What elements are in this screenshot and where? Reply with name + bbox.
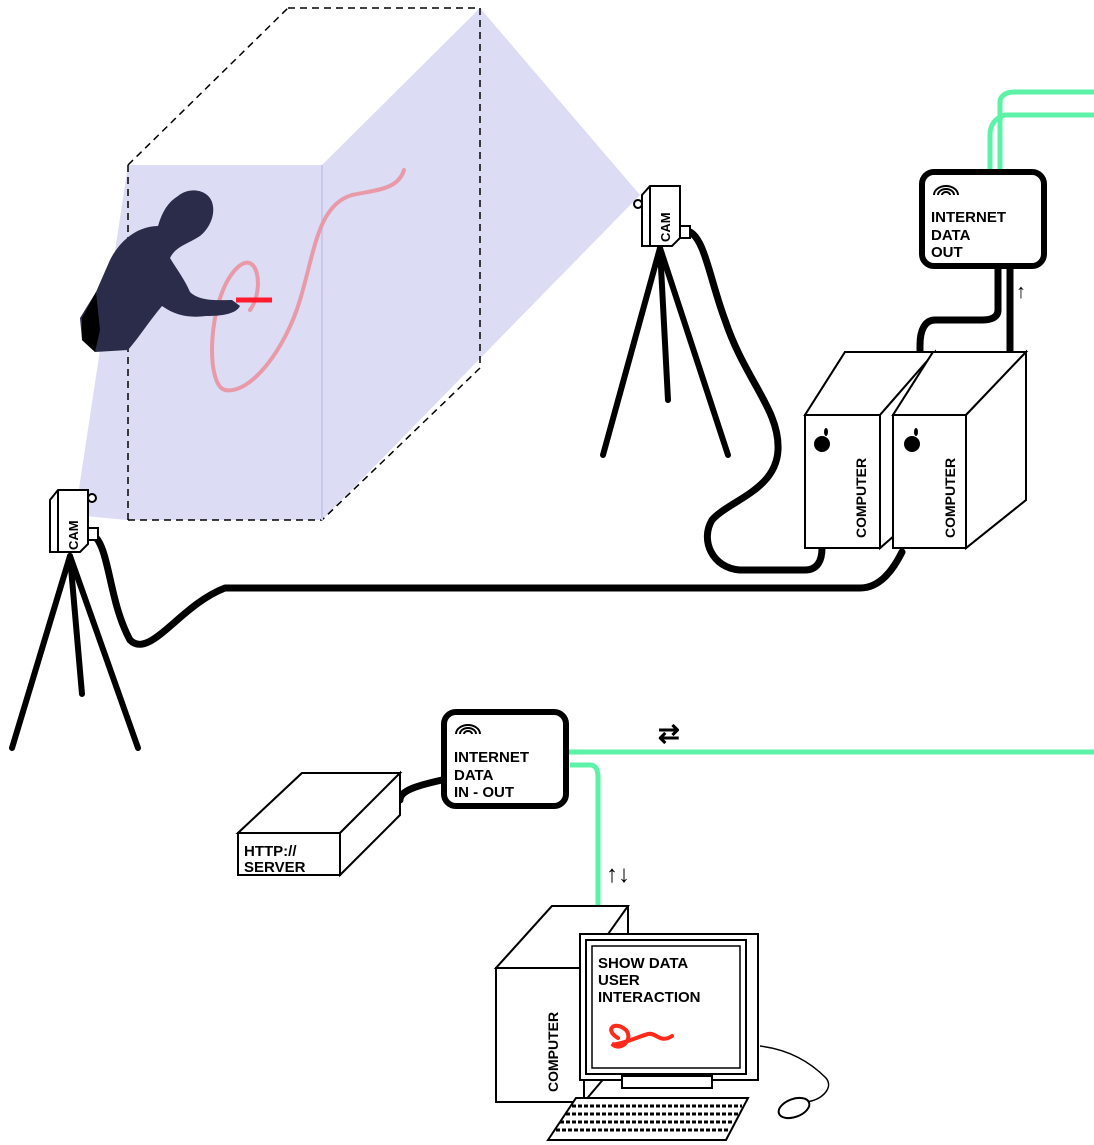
- monitor-line3: INTERACTION: [598, 989, 701, 1006]
- network-cables: [568, 89, 1094, 910]
- wifi-signal-icon: [933, 185, 959, 196]
- mouse-icon: [759, 1045, 830, 1120]
- monitor: SHOW DATA USER INTERACTION: [579, 933, 759, 1089]
- wifi-signal-icon: [455, 724, 481, 735]
- computer-b-label: COMPUTER: [942, 458, 958, 538]
- light-trail: [210, 168, 406, 393]
- svg-text:SHOW DATA USER INT: SHOW DATA USER INTERACTION: [598, 955, 701, 1006]
- internet-inout-line3: IN - OUT: [454, 784, 514, 801]
- arrow-left-right: ⇄: [658, 718, 680, 748]
- internet-data-out-box: INTERNET DATA OUT: [919, 169, 1047, 269]
- arrow-up-down: ↑↓: [606, 861, 630, 888]
- svg-text:HTTP:// SERVER: HTTP:// SERVER: [244, 843, 306, 876]
- keyboard-icon: [546, 1097, 750, 1141]
- internet-out-line2: DATA: [931, 227, 971, 244]
- internet-inout-line1: INTERNET: [454, 749, 529, 766]
- scribble-drawing: [609, 1023, 674, 1049]
- camera-left-label: CAM: [66, 520, 81, 550]
- internet-out-line1: INTERNET: [931, 209, 1006, 226]
- arrow-up: ↑: [1016, 281, 1026, 303]
- computer-user-label: COMPUTER: [545, 1012, 561, 1092]
- svg-text:INTERNET DATA OUT: INTERNET DATA OUT: [931, 209, 1010, 261]
- svg-text:INTERNET DATA IN -: INTERNET DATA IN - OUT: [454, 749, 533, 801]
- cables: [88, 228, 1014, 804]
- http-server: HTTP:// SERVER: [235, 770, 403, 878]
- monitor-line2: USER: [598, 972, 640, 989]
- apple-logo-icon: [904, 428, 920, 452]
- camera-left: CAM: [9, 489, 141, 751]
- monitor-line1: SHOW DATA: [598, 955, 688, 972]
- camera-top-label: CAM: [658, 212, 673, 242]
- internet-out-line3: OUT: [931, 244, 963, 261]
- apple-logo-icon: [814, 428, 830, 452]
- person-silhouette: [80, 190, 240, 352]
- internet-data-inout-box: INTERNET DATA IN - OUT: [441, 709, 569, 809]
- camera-top: CAM: [600, 185, 731, 458]
- computer-tower-b: COMPUTER: [891, 349, 1029, 551]
- server-line1: HTTP://: [244, 843, 297, 860]
- server-line2: SERVER: [244, 859, 306, 876]
- computer-a-label: COMPUTER: [853, 458, 869, 538]
- internet-inout-line2: DATA: [454, 767, 494, 784]
